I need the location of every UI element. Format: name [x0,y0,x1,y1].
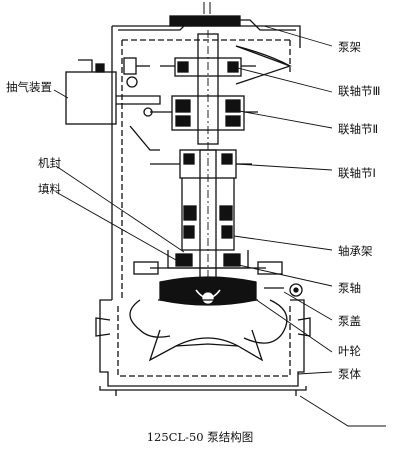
impeller-drawing [159,276,257,306]
pump-body-drawing [95,283,311,396]
label-mechanical-seal: 机封 [38,156,61,170]
pump-frame-drawing [111,2,301,300]
coupling-2-drawing [150,95,258,131]
label-pump-frame: 泵架 [338,40,361,54]
figure-caption: 125CL-50 泵结构图 [146,430,254,444]
seal-packing-drawing [133,250,283,275]
label-pump-body: 泵体 [338,367,361,381]
label-pump-shaft: 泵轴 [338,281,361,295]
label-impeller: 叶轮 [338,344,361,358]
label-coupling-3: 联轴节Ⅲ [338,84,381,98]
label-bearing-frame: 轴承架 [338,244,373,258]
label-coupling-2: 联轴节Ⅱ [338,122,379,136]
bearing-frame-drawing [181,178,235,251]
label-coupling-1: 联轴节Ⅰ [338,166,376,180]
exhaust-device-drawing [65,57,161,151]
leader-lines [53,25,386,427]
label-exhaust-device: 抽气装置 [6,80,52,94]
label-pump-cover: 泵盖 [338,314,361,328]
shaft-column-drawing [197,30,219,300]
label-packing: 填料 [38,182,61,196]
